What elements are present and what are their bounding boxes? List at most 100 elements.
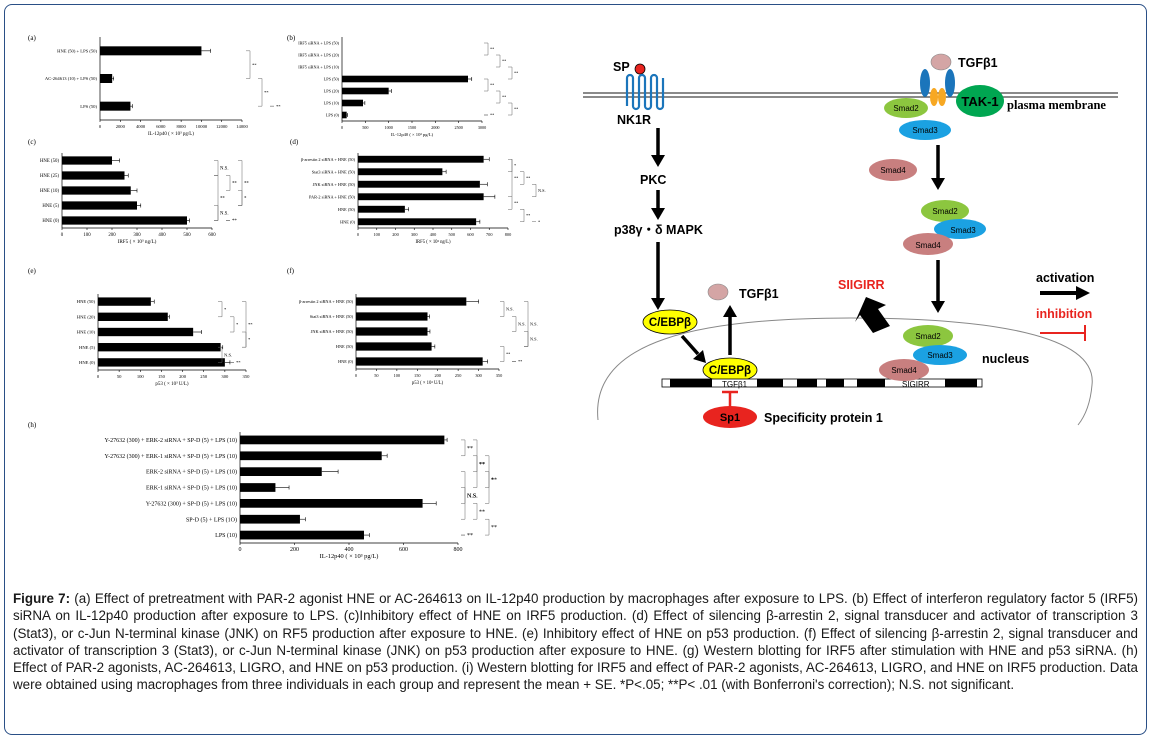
bar — [62, 186, 131, 195]
x-tick-label: 200 — [108, 233, 116, 238]
x-tick-label: 300 — [221, 374, 229, 379]
x-tick-label: 50 — [374, 373, 378, 378]
x-tick-label: 700 — [486, 232, 492, 237]
category-label: HNE (10) — [40, 189, 59, 194]
category-label: SP-D (5) + LPS (1O) — [186, 516, 237, 523]
significance-bracket — [230, 316, 235, 333]
significance-label: ** — [506, 352, 510, 357]
x-tick-label: 14000 — [236, 124, 248, 129]
category-label: HNE (10) — [77, 330, 96, 335]
x-tick-label: 800 — [505, 232, 511, 237]
bar — [358, 218, 477, 226]
bar — [356, 312, 428, 321]
tgfb1-top-label: TGFβ1 — [958, 56, 998, 70]
x-tick-label: 400 — [430, 232, 436, 237]
category-label: HNE (0) — [338, 359, 353, 364]
smad3-nuclear — [913, 345, 967, 365]
x-tick-label: 12000 — [216, 124, 228, 129]
bar — [240, 483, 276, 492]
significance-bracket — [496, 54, 501, 68]
bar — [342, 75, 468, 83]
x-tick-label: 400 — [345, 547, 354, 553]
significance-label: ** — [514, 176, 518, 181]
bar — [240, 467, 322, 477]
significance-bracket — [242, 301, 247, 348]
category-label: IRF5 siRNA + LPS (50) — [298, 40, 339, 45]
significance-label: N.S. — [467, 494, 478, 500]
significance-label: * — [538, 219, 540, 224]
bar — [356, 342, 432, 351]
x-tick-label: 800 — [454, 547, 463, 553]
significance-bracket — [484, 78, 489, 92]
significance-label: ** — [264, 90, 269, 95]
nk1r-receptor-icon — [625, 73, 665, 111]
tak1-kinase — [956, 85, 1004, 117]
significance-label: ** — [236, 360, 241, 365]
x-tick-label: 0 — [357, 232, 359, 237]
category-label: Y-27632 (300) + SP-D (5) + LPS (10) — [146, 500, 237, 507]
category-label: HNE (50) + LPS (50) — [57, 48, 97, 53]
x-tick-label: 350 — [243, 374, 251, 379]
bar — [100, 74, 113, 83]
significance-label: ** — [502, 94, 506, 99]
caption-text: (a) Effect of pretreatment with PAR-2 ag… — [13, 591, 1138, 693]
significance-label: ** — [479, 462, 485, 468]
legend-inhibition-label: inhibition — [1036, 307, 1092, 321]
x-tick-label: 6000 — [156, 124, 166, 129]
significance-label: N.S. — [506, 307, 514, 312]
significance-bracket — [500, 301, 505, 317]
sigirr-label: SIIGIRR — [838, 278, 885, 292]
bar — [240, 530, 364, 540]
significance-label: N.S. — [220, 212, 229, 217]
category-label: HNE (50) — [77, 299, 96, 304]
significance-bracket — [461, 471, 466, 520]
caption-label: Figure 7: — [13, 591, 71, 606]
x-tick-label: 300 — [411, 232, 417, 237]
significance-label: N.S. — [467, 494, 478, 500]
significance-label: N.S. — [530, 337, 538, 342]
x-axis-title: IL-12p40 ( × 10³ pg/L) — [391, 132, 434, 137]
tgfb1-ligand — [707, 283, 729, 301]
category-label: ERK-2 siRNA + SP-D (5) + LPS (10) — [146, 469, 237, 476]
category-label: HNE (0) — [79, 360, 95, 365]
activation-arrow — [931, 145, 945, 190]
tgfb-receptor-icon — [920, 69, 955, 106]
category-label: PAR-2 siRNA + HNE (50) — [309, 194, 356, 199]
x-tick-label: 0 — [341, 125, 343, 130]
bar — [240, 451, 382, 461]
sp1-protein — [703, 406, 757, 428]
smad3-membrane — [899, 120, 951, 140]
plasma-membrane — [583, 92, 1118, 98]
x-axis-title: p53 ( × 10³ U/L) — [412, 380, 444, 386]
bar — [358, 205, 405, 213]
significance-bracket — [520, 171, 525, 185]
x-tick-label: 50 — [117, 374, 122, 379]
significance-label: N.S. — [224, 352, 232, 357]
significance-label: ** — [248, 322, 253, 327]
x-tick-label: 0 — [97, 374, 100, 379]
bar — [240, 435, 445, 445]
bar — [62, 201, 137, 210]
x-tick-label: 350 — [496, 373, 502, 378]
panel-label: (a) — [28, 34, 36, 42]
sp-ligand — [634, 63, 646, 75]
x-tick-label: 1000 — [384, 125, 392, 130]
inhibition-bar — [722, 390, 738, 408]
category-label: JNK siRNA + HNE (50) — [313, 182, 356, 187]
bar — [62, 156, 112, 165]
significance-label: ** — [514, 201, 518, 206]
smad4-nuclear — [879, 359, 929, 381]
x-axis-title: IL-12p40 ( × 10³ pg/L) — [320, 553, 379, 560]
bar — [356, 297, 467, 306]
x-tick-label: 300 — [475, 373, 481, 378]
gene-tgfb1-label: TGFβ1 — [722, 380, 748, 389]
significance-label: ** — [526, 176, 530, 181]
significance-label: ** — [514, 106, 518, 111]
sp1-label: Sp1 — [720, 412, 740, 424]
significance-label: * — [248, 337, 251, 342]
significance-bracket — [218, 346, 223, 363]
legend-inhibition-bar — [1040, 325, 1086, 341]
